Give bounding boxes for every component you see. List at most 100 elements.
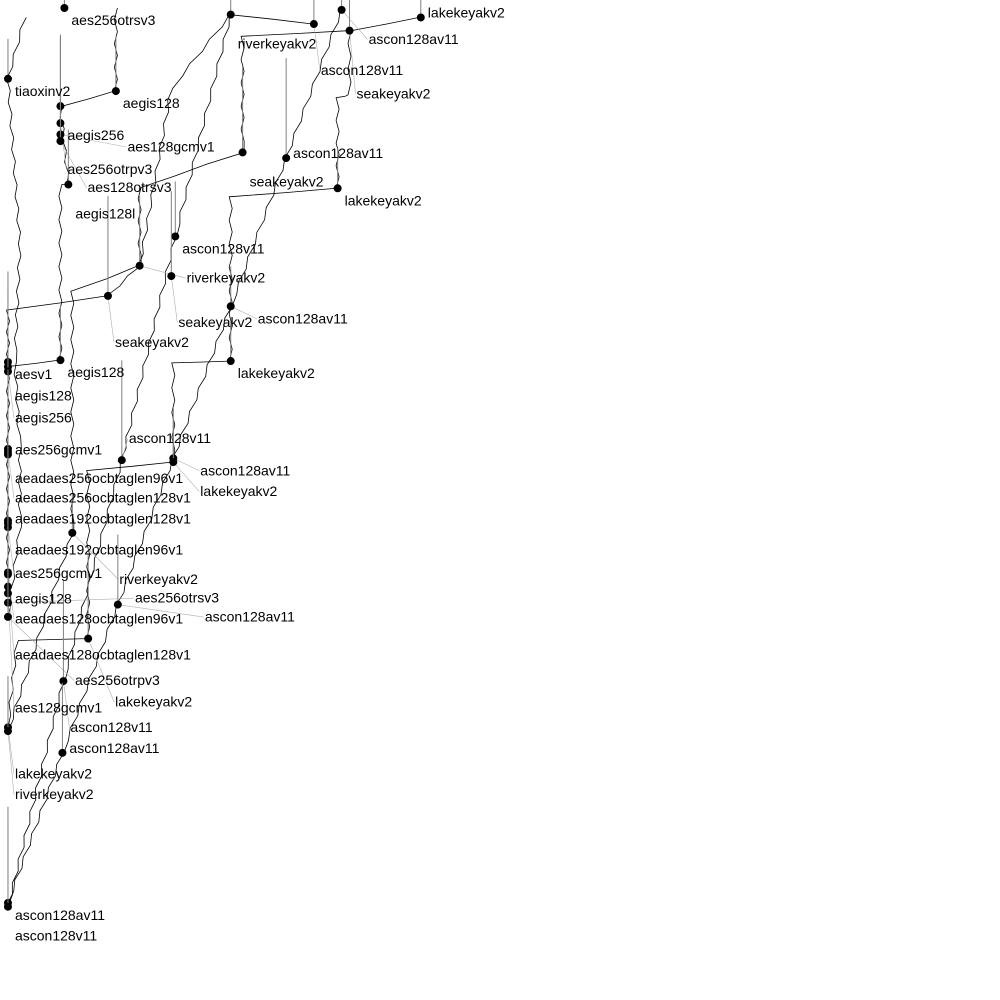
label-leader-line	[63, 681, 70, 728]
label-leader-line	[60, 140, 87, 188]
point-label: ascon128v11	[182, 240, 264, 256]
label-leader-line	[139, 265, 186, 279]
point-label: lakekeyakv2	[200, 483, 277, 499]
point-label: ascon128v11	[321, 62, 403, 78]
label-leader-line	[7, 527, 15, 574]
point-label: aeadaes256ocbtaglen96v1	[15, 470, 183, 486]
label-leader-line	[7, 371, 15, 418]
series-line-ascon128v11	[7, 14, 313, 907]
point-label: aeadaes128ocbtaglen128v1	[15, 646, 191, 662]
label-leader-line	[7, 597, 134, 604]
data-points	[3, 0, 425, 911]
point-label: seakeyakv2	[115, 334, 189, 350]
point-label: aes256otrsv3	[71, 12, 155, 28]
label-leader-line	[171, 276, 178, 323]
point-label: aeadaes192ocbtaglen128v1	[15, 510, 191, 526]
point-marker	[345, 26, 354, 35]
point-label: aegis128	[123, 95, 180, 111]
point-label: aegis128	[67, 364, 124, 380]
point-label: aesv1	[15, 366, 53, 382]
label-leader-line	[117, 604, 204, 618]
point-marker	[111, 87, 120, 96]
point-label: lakekeyakv2	[238, 365, 315, 381]
point-label: seakeyakv2	[357, 86, 431, 102]
point-marker	[56, 137, 65, 146]
point-marker	[226, 302, 235, 311]
point-label: aes256gcmv1	[15, 442, 102, 458]
label-leader-line	[7, 451, 15, 499]
point-marker	[282, 154, 291, 163]
label-leader-line	[107, 295, 115, 343]
point-marker	[56, 356, 65, 365]
point-label: ascon128av11	[369, 31, 459, 47]
point-label: riverkeyakv2	[15, 786, 94, 802]
point-label: lakekeyakv2	[428, 4, 505, 20]
point-label: aeadaes128ocbtaglen96v1	[15, 611, 183, 627]
point-label: aes256gcmv1	[15, 565, 102, 581]
point-label: aegis128l	[75, 206, 135, 222]
point-label: ascon128av11	[205, 609, 295, 625]
point-label: tiaoxinv2	[15, 83, 70, 99]
point-label: riverkeyakv2	[238, 36, 317, 52]
point-marker	[113, 600, 122, 609]
point-label: ascon128av11	[200, 462, 290, 478]
point-marker	[169, 458, 178, 467]
point-label: aes256otrsv3	[135, 590, 219, 606]
point-label: aegis128	[15, 591, 72, 607]
point-label: ascon128v11	[70, 719, 152, 735]
point-marker	[135, 261, 144, 270]
point-label: aegis256	[15, 409, 72, 425]
point-label: aegis256	[67, 127, 124, 143]
point-marker	[3, 612, 12, 621]
label-leader-line	[313, 24, 321, 71]
series-line-aes	[6, 17, 27, 617]
point-marker	[59, 677, 68, 686]
point-marker	[337, 5, 346, 14]
point-marker	[416, 13, 425, 22]
point-label: aes256otrpv3	[67, 161, 152, 177]
point-label: ascon128av11	[69, 740, 159, 756]
point-label: aegis128	[15, 388, 72, 404]
point-label: ascon128av11	[15, 907, 105, 923]
point-marker	[60, 4, 69, 12]
label-leader-line	[173, 461, 200, 492]
point-marker	[103, 291, 112, 300]
point-marker	[226, 357, 235, 366]
label-leader-line	[72, 532, 119, 580]
label-leader-line	[230, 306, 257, 320]
point-label: lakekeyakv2	[115, 694, 192, 710]
point-label: lakekeyakv2	[345, 192, 422, 208]
point-label: aeadaes256ocbtaglen128v1	[15, 490, 191, 506]
point-label: aes256otrpv3	[75, 672, 160, 688]
label-leader-line	[87, 638, 115, 703]
point-marker	[238, 148, 247, 157]
label-leader-line	[349, 30, 356, 95]
point-marker	[3, 902, 12, 911]
point-marker	[226, 10, 235, 19]
point-marker	[68, 528, 77, 537]
point-label: riverkeyakv2	[119, 571, 198, 587]
point-label: riverkeyakv2	[187, 270, 266, 286]
point-marker	[64, 180, 73, 189]
point-label: seakeyakv2	[178, 314, 252, 330]
series-line-aegis	[6, 7, 118, 587]
point-label: ascon128v11	[15, 928, 97, 944]
point-marker	[167, 272, 176, 281]
series-line-riverkeyakv2	[7, 14, 230, 732]
point-marker	[84, 634, 93, 643]
label-leader-line	[7, 727, 15, 774]
point-label: aeadaes192ocbtaglen96v1	[15, 542, 183, 558]
point-marker	[309, 20, 318, 29]
label-leader-line	[173, 458, 200, 472]
point-label: aes128otrsv3	[87, 179, 171, 195]
point-marker	[58, 748, 67, 757]
point-label: lakekeyakv2	[15, 765, 92, 781]
point-label: aes128gcmv1	[127, 138, 214, 154]
point-label: seakeyakv2	[250, 173, 324, 189]
point-label: ascon128av11	[293, 145, 383, 161]
label-leader-line	[60, 134, 127, 148]
point-marker	[3, 727, 12, 736]
point-label: ascon128v11	[129, 430, 211, 446]
point-marker	[3, 74, 12, 83]
point-label: ascon128av11	[258, 310, 348, 326]
